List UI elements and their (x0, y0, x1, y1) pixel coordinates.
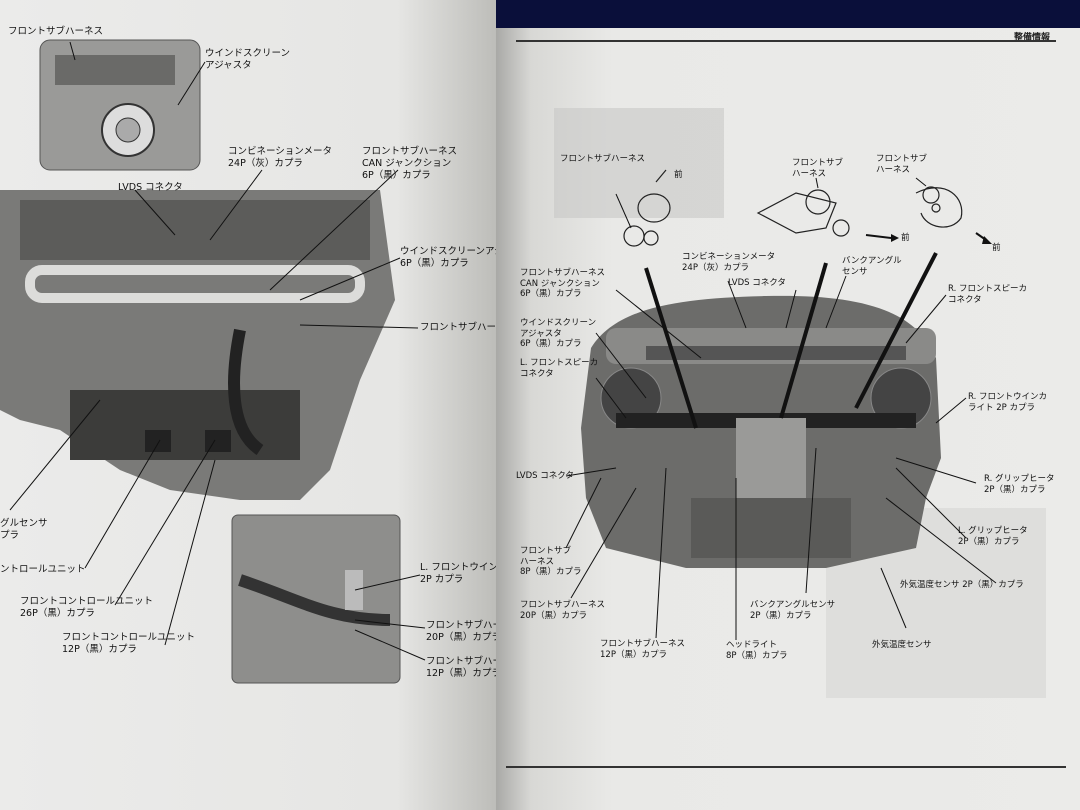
right-page-figure (554, 108, 1046, 698)
label-lvds-connector-left: LVDS コネクタ (516, 471, 574, 481)
label-bank-angle-sensor-top: バンクアングル センサ (842, 256, 902, 277)
inset-photo-bottom (231, 514, 401, 684)
label-front-sub-harness-c: フロントサブ ハーネス (876, 154, 928, 175)
label-angle-sensor-partial: グルセンサ プラ (0, 518, 48, 541)
label-front-control-unit-12p: フロントコントロールユニット 12P（黒）カプラ (62, 632, 196, 655)
label-forward-c: 前 (992, 243, 1001, 253)
label-front-sub-harness-top: フロントサブハーネス (8, 26, 104, 37)
right-page: 整備情報 (496, 28, 1080, 810)
label-r-grip-heater: R. グリップヒータ 2P（黒）カプラ (984, 474, 1055, 495)
footer-rule (506, 766, 1066, 768)
label-l-grip-heater: L. グリップヒータ 2P（黒）カプラ (958, 526, 1028, 547)
label-front-sub-harness-8p: フロントサブ ハーネス 8P（黒）カプラ (520, 546, 582, 577)
left-page-figure (0, 39, 426, 684)
label-front-sub-harness-mid: フロントサブハーネス (420, 322, 496, 333)
label-lvds-connector-top: LVDS コネクタ (728, 278, 786, 288)
label-r-front-winker: R. フロントウインカ ライト 2P カプラ (968, 392, 1048, 413)
label-front-sub-harness-20p: フロントサブハーネ 20P（黒）カプラ (426, 620, 496, 643)
label-l-front-speaker: L. フロントスピーカ コネクタ (520, 358, 599, 379)
label-windscreen-adjuster-r: ウインドスクリーン アジャスタ 6P（黒）カプラ (520, 318, 597, 349)
label-forward-b: 前 (901, 233, 910, 243)
label-front-sub-harness-12p: フロントサブハーネ 12P（黒）カプラ (426, 656, 496, 679)
header-rule (516, 40, 1056, 42)
label-ambient-temp-sensor: 外気温度センサ (872, 640, 932, 650)
label-front-sub-harness-12p-r: フロントサブハーネス 12P（黒）カプラ (600, 639, 686, 660)
label-headlight-8p: ヘッドライト 8P（黒）カプラ (726, 640, 788, 661)
label-front-sub-harness-can-r: フロントサブハーネス CAN ジャンクション 6P（黒）カプラ (520, 268, 606, 299)
label-front-sub-harness-20p-r: フロントサブハーネス 20P（黒）カプラ (520, 600, 606, 621)
label-lvds-connector: LVDS コネクタ (118, 182, 183, 193)
label-front-sub-harness-can: フロントサブハーネス CAN ジャンクション 6P（黒）カプラ (362, 146, 458, 181)
section-header: 整備情報 (1013, 33, 1050, 43)
label-windscreen-adjuster: ウインドスクリーン アジャスタ (205, 48, 291, 71)
label-ambient-temp-sensor-2p: 外気温度センサ 2P（黒）カプラ (900, 580, 1024, 590)
label-front-control-unit-26p: フロントコントロールユニット 26P（黒）カプラ (20, 596, 154, 619)
label-front-sub-harness-b: フロントサブ ハーネス (792, 158, 844, 179)
label-combination-meter: コンビネーションメータ 24P（灰）カプラ (228, 146, 333, 169)
label-l-front-winker: L. フロントウインカ 2P カプラ (420, 562, 496, 585)
label-combination-meter-r: コンビネーションメータ 24P（灰）カプラ (682, 252, 776, 273)
label-forward-a: 前 (674, 170, 683, 180)
label-control-unit-partial: ントロールユニット (0, 564, 86, 575)
label-front-sub-harness-a: フロントサブハーネス (560, 154, 646, 164)
left-page: フロントサブハーネス ウインドスクリーン アジャスタ コンビネーションメータ 2… (0, 0, 496, 810)
label-r-front-speaker: R. フロントスピーカ コネクタ (948, 284, 1028, 305)
label-bank-angle-sensor-2p: バンクアングルセンサ 2P（黒）カプラ (750, 600, 836, 621)
